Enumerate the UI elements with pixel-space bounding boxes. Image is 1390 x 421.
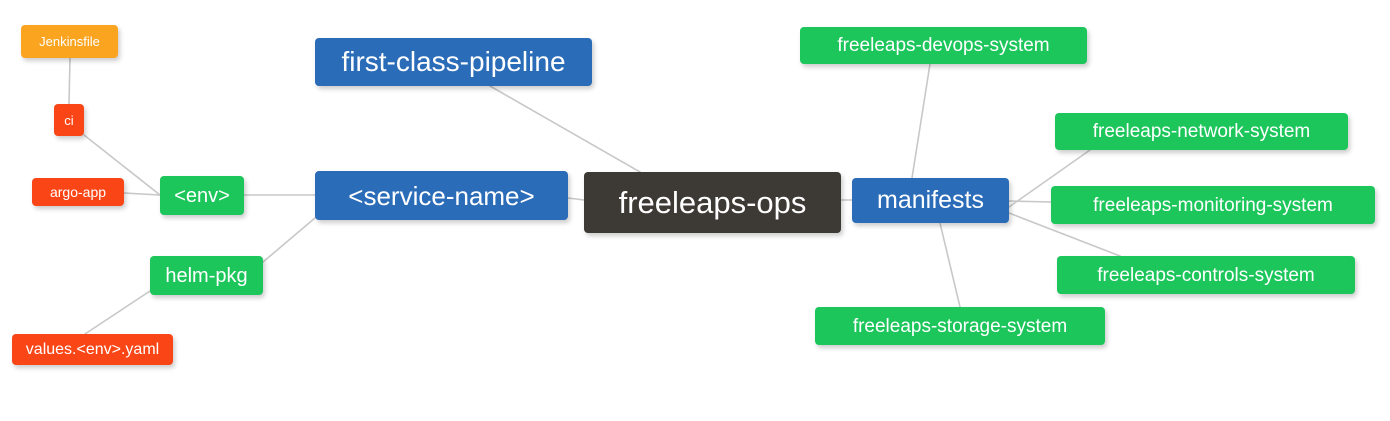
node-monitoring-system[interactable]: freeleaps-monitoring-system [1051, 186, 1375, 224]
node-label: manifests [877, 186, 984, 214]
node-values-env-yaml[interactable]: values.<env>.yaml [12, 334, 173, 365]
node-service-name[interactable]: <service-name> [315, 171, 568, 220]
edge-servicename-ops [567, 197, 585, 201]
node-label: freeleaps-devops-system [837, 35, 1050, 56]
node-label: helm-pkg [165, 264, 248, 287]
node-label: first-class-pipeline [341, 46, 566, 77]
node-devops-system[interactable]: freeleaps-devops-system [800, 27, 1087, 64]
node-ci[interactable]: ci [54, 104, 84, 136]
node-env[interactable]: <env> [160, 176, 244, 215]
node-label: <service-name> [348, 180, 535, 211]
node-freeleaps-ops[interactable]: freeleaps-ops [584, 172, 841, 233]
node-label: values.<env>.yaml [25, 340, 160, 358]
node-storage-system[interactable]: freeleaps-storage-system [815, 307, 1105, 345]
node-label: freeleaps-network-system [1092, 121, 1311, 142]
node-manifests[interactable]: manifests [852, 178, 1009, 223]
node-label: freeleaps-ops [618, 185, 807, 220]
node-label: <env> [174, 184, 230, 207]
edge-argoapp-env [123, 192, 161, 196]
edge-jenkinsfile-ci [68, 57, 71, 105]
node-label: freeleaps-monitoring-system [1093, 194, 1333, 216]
edge-servicename-helmpkg [262, 217, 316, 263]
node-helm-pkg[interactable]: helm-pkg [150, 256, 263, 295]
edge-manifests-devops [911, 63, 931, 179]
edge-pipeline-ops [489, 85, 641, 173]
node-first-class-pipeline[interactable]: first-class-pipeline [315, 38, 592, 86]
node-argo-app[interactable]: argo-app [32, 178, 124, 206]
node-label: Jenkinsfile [39, 34, 100, 49]
edge-manifests-storage [939, 222, 961, 308]
edge-manifests-monitoring [1008, 200, 1052, 203]
node-jenkinsfile[interactable]: Jenkinsfile [21, 25, 118, 58]
node-network-system[interactable]: freeleaps-network-system [1055, 113, 1348, 150]
node-label: freeleaps-storage-system [852, 315, 1068, 337]
node-label: freeleaps-controls-system [1097, 264, 1315, 286]
node-controls-system[interactable]: freeleaps-controls-system [1057, 256, 1355, 294]
node-label: argo-app [49, 184, 107, 200]
edge-helmpkg-values [84, 290, 151, 335]
node-label: ci [64, 112, 74, 128]
